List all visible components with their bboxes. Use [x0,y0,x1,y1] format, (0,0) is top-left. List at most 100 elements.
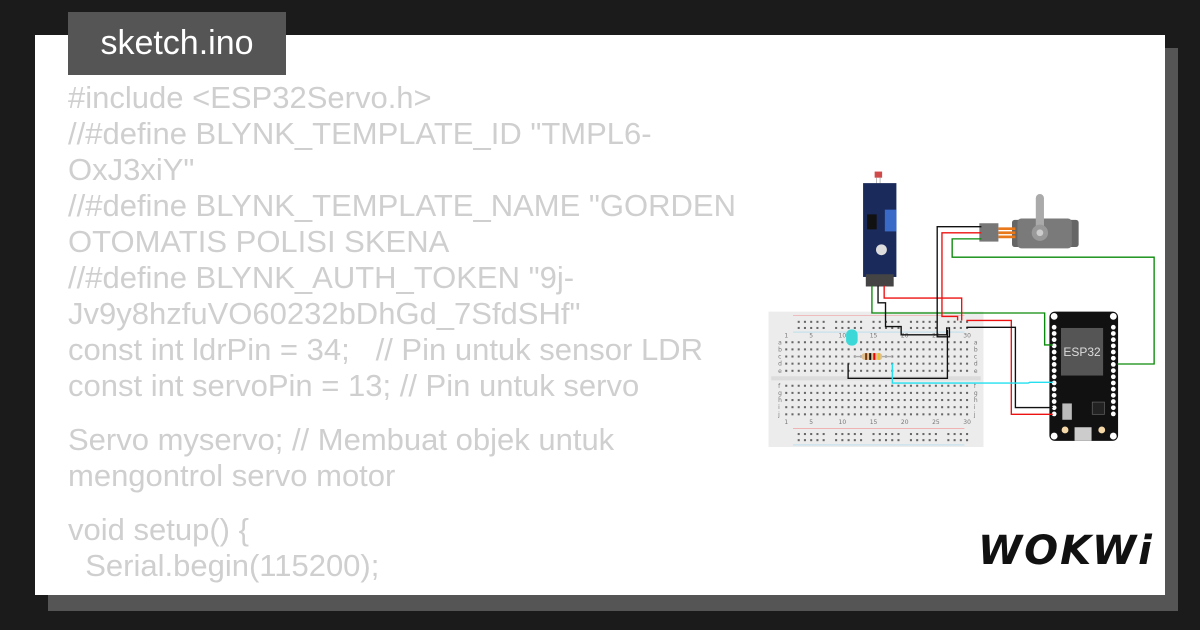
esp32-pin[interactable] [1110,337,1116,343]
hole [810,399,813,402]
hole [810,406,813,409]
code-line: //#define BLYNK_TEMPLATE_NAME "GORDEN OT… [68,188,745,259]
esp32-pin[interactable] [1110,411,1116,417]
hole [878,399,881,402]
rail-hole [959,439,962,442]
hole [797,362,800,365]
hole [947,348,950,351]
hole [860,413,863,416]
esp32-pin[interactable] [1051,380,1057,386]
rail-hole [884,433,888,436]
esp32-pin[interactable] [1110,380,1116,386]
hole [878,341,881,344]
esp32-pin[interactable] [1110,368,1116,373]
esp32-pin[interactable] [1110,349,1116,355]
hole [822,399,825,402]
hole [897,362,900,365]
esp32-pin[interactable] [1051,405,1057,411]
hole [953,399,956,402]
esp32-pin[interactable] [1051,355,1057,361]
hole [816,369,819,372]
row-label: f [778,383,781,390]
hole [810,362,813,365]
hole [934,362,937,365]
wire-black-ldr[interactable] [877,285,948,336]
esp32-pin[interactable] [1051,349,1057,355]
esp32-pin[interactable] [1051,392,1057,398]
wire-black-servo[interactable] [936,225,982,338]
led[interactable] [846,329,858,346]
esp32-pin[interactable] [1110,324,1116,330]
esp32-pin[interactable] [1051,411,1057,417]
esp32-pin[interactable] [1110,331,1116,336]
hole [891,348,894,351]
esp32-pin[interactable] [1051,331,1057,336]
column-label: 20 [901,332,909,339]
hole [841,348,844,351]
hole [872,406,875,409]
rail-hole [922,326,925,329]
hole [916,391,919,394]
esp32-pin[interactable] [1051,337,1057,343]
wire-green-ldr[interactable] [871,285,1053,346]
ldr-sensor-module[interactable] [863,171,897,287]
wire-red-vin[interactable] [966,319,1053,416]
esp32-pin[interactable] [1110,392,1116,398]
mounting-hole [1050,432,1058,440]
hole [934,355,937,358]
hole [916,399,919,402]
esp32-pin[interactable] [1110,405,1116,411]
hole [966,348,969,351]
esp32-pin[interactable] [1051,368,1057,373]
hole [884,341,888,344]
esp32-pin[interactable] [1051,343,1057,349]
hole [785,362,788,365]
esp32-pin[interactable] [1051,399,1057,404]
hole [941,391,944,394]
esp32-pin[interactable] [1110,355,1116,361]
resistor[interactable] [854,353,893,360]
esp32-pin[interactable] [1051,362,1057,367]
esp32-pin[interactable] [1110,374,1116,380]
esp32-pin[interactable] [1051,324,1057,330]
esp32-pin[interactable] [1110,386,1116,392]
row-label: g [778,390,782,397]
hole [816,362,819,365]
hole [947,413,950,416]
esp32-pin[interactable] [1051,374,1057,380]
esp32-pin[interactable] [1110,362,1116,367]
rail-hole [822,326,825,329]
rail-hole [816,320,819,323]
hole [860,399,863,402]
rail-hole [853,326,856,329]
wire-cyan-led[interactable] [891,363,1053,384]
code-line: #include <ESP32Servo.h> [68,80,432,115]
wire-red-servo[interactable] [941,232,982,321]
hole [872,391,875,394]
row-label: h [974,397,978,404]
hole [891,413,894,416]
hole [953,341,956,344]
row-label: j [973,411,976,418]
wire-black-gnd[interactable] [966,326,1053,409]
esp32-pin[interactable] [1110,343,1116,349]
hole [897,391,900,394]
hole [966,362,969,365]
hole [828,391,831,394]
servo-motor[interactable] [979,194,1079,249]
hole [847,391,850,394]
wire-black-led[interactable] [847,330,949,379]
hole [903,369,906,372]
rail-hole [878,326,881,329]
hole [785,406,788,409]
file-tab[interactable]: sketch.ino [68,12,286,75]
esp32-pin[interactable] [1110,399,1116,404]
row-label: a [974,339,978,346]
esp32-board[interactable]: ESP32 [1049,311,1119,441]
wire-green-servo[interactable] [951,238,1155,365]
wire-red-ldr[interactable] [883,285,963,321]
esp32-pin[interactable] [1051,386,1057,392]
row-label: d [778,361,782,368]
hole [785,369,788,372]
hole [860,384,863,387]
